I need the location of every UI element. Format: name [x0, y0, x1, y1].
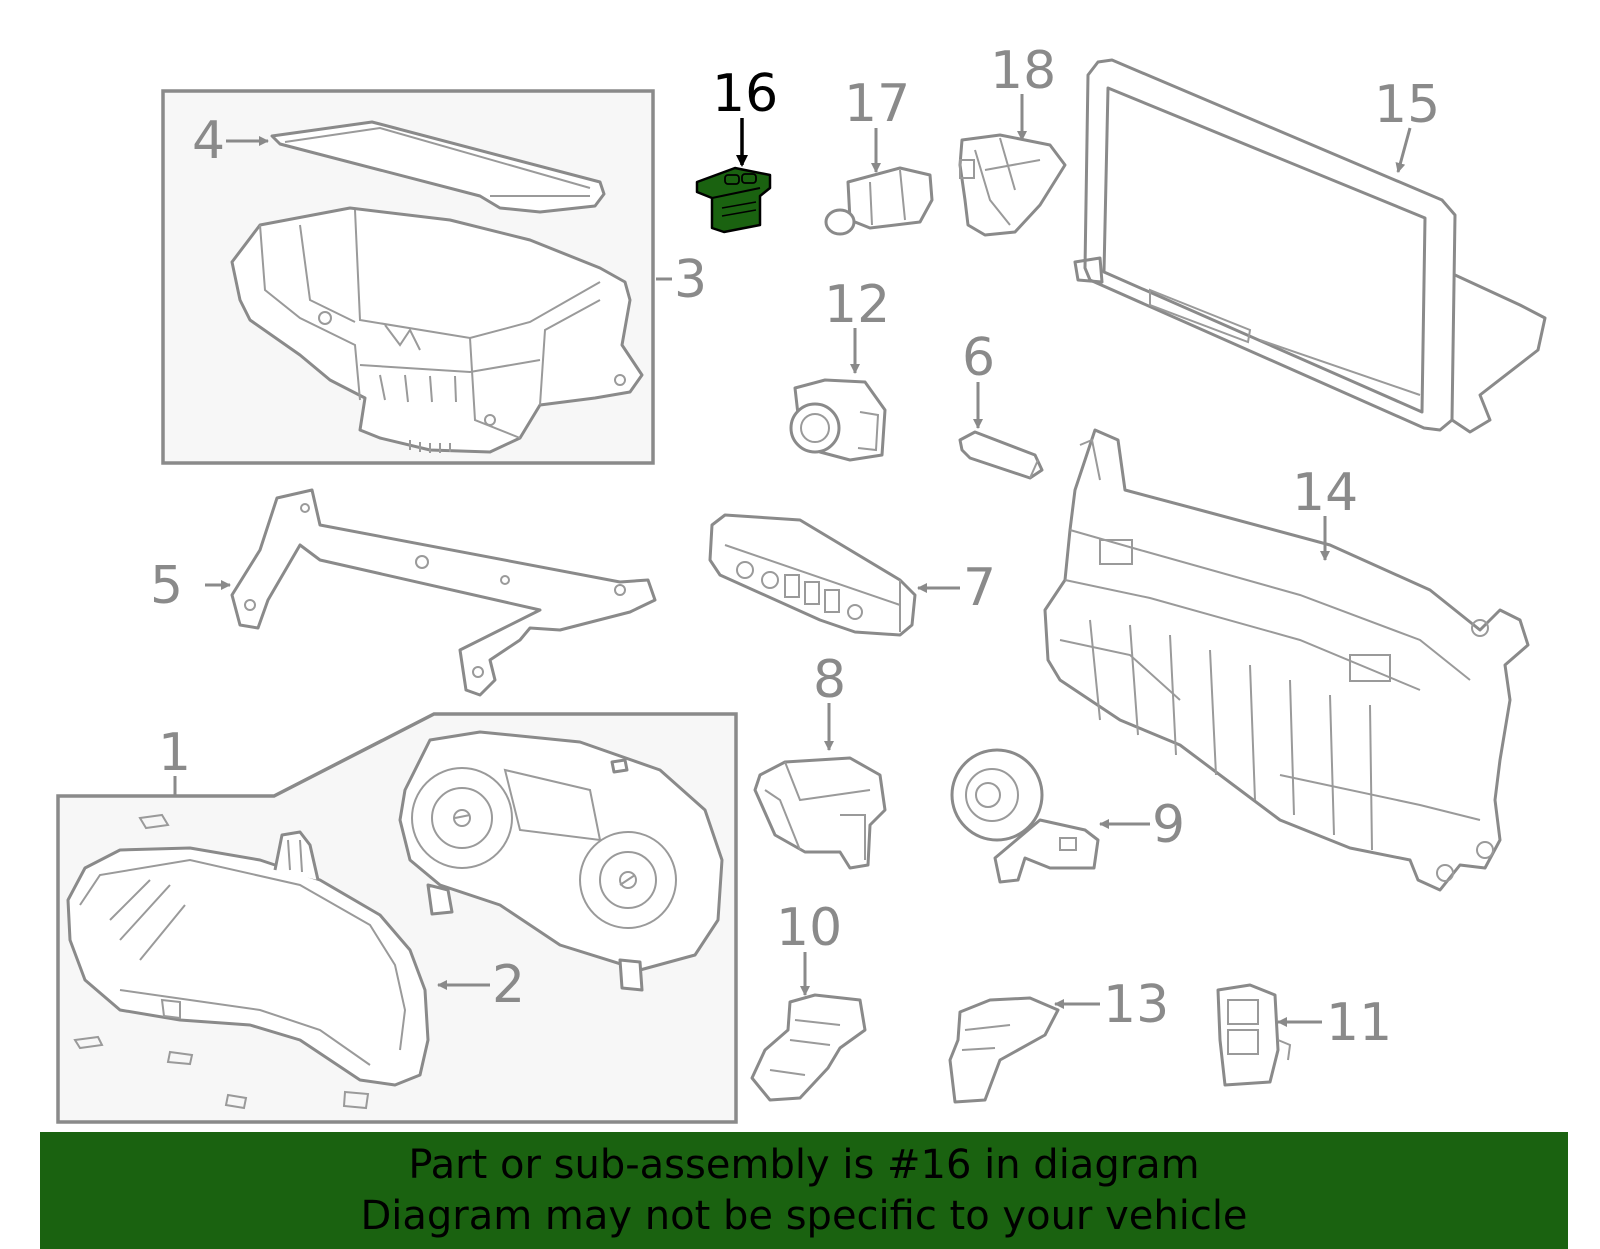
callout-11: 11 [1326, 993, 1392, 1053]
part-14-control-panel [1043, 428, 1530, 892]
callout-14: 14 [1292, 463, 1358, 523]
part-13-switch [948, 996, 1060, 1104]
part-12-start-button [789, 378, 887, 462]
part-1-instrument-cluster [398, 730, 724, 992]
callout-3: 3 [674, 250, 707, 310]
clips [73, 813, 370, 1110]
callout-5: 5 [150, 556, 183, 616]
part-2-cluster-lens [66, 830, 430, 1087]
part-6-module [958, 430, 1044, 480]
callout-9: 9 [1152, 795, 1185, 855]
callout-15: 15 [1374, 75, 1440, 135]
callout-13: 13 [1103, 975, 1169, 1035]
part-17-sensor [824, 166, 934, 236]
part-5-bracket [230, 488, 657, 697]
callout-16: 16 [712, 64, 778, 124]
leader-lines [173, 94, 1412, 1027]
part-10-switch [750, 993, 867, 1102]
banner-line-1: Part or sub-assembly is #16 in diagram [408, 1142, 1200, 1188]
part-9-speaker [950, 748, 1100, 884]
info-banner: Part or sub-assembly is #16 in diagram D… [40, 1132, 1568, 1249]
part-4-cover [270, 120, 606, 214]
callout-12: 12 [824, 275, 890, 335]
part-15-display [1073, 58, 1547, 434]
part-7-switch-panel [708, 513, 917, 637]
callout-2: 2 [492, 955, 525, 1015]
callout-7: 7 [963, 558, 996, 618]
part-11-switch [1216, 983, 1292, 1087]
callout-18: 18 [990, 41, 1056, 101]
callout-4: 4 [192, 111, 225, 171]
callout-6: 6 [962, 328, 995, 388]
part-3-housing [230, 206, 644, 454]
part-16-switch-highlighted [695, 166, 772, 234]
part-18-bracket [958, 133, 1067, 237]
callout-17: 17 [844, 74, 910, 134]
part-8-switch [753, 756, 887, 870]
callout-1: 1 [158, 723, 191, 783]
banner-line-2: Diagram may not be specific to your vehi… [360, 1193, 1248, 1239]
callout-8: 8 [813, 650, 846, 710]
callout-10: 10 [776, 898, 842, 958]
